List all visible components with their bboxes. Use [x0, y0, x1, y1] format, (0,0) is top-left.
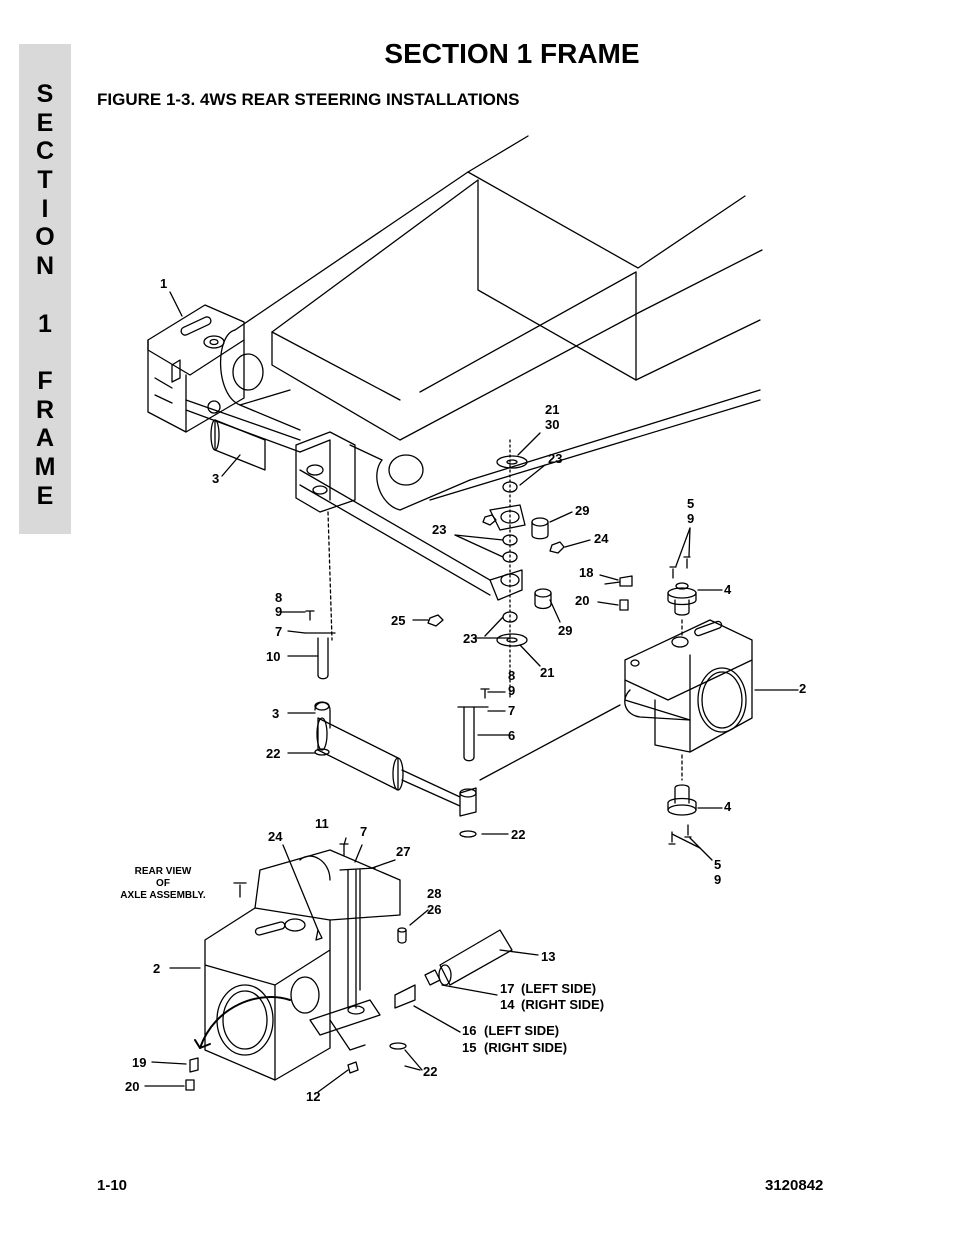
- axle-rear-view-drawing: [185, 849, 513, 1091]
- callout-24-right: 24: [594, 531, 609, 546]
- callout-11: 11: [315, 816, 329, 831]
- callout-25: 25: [391, 613, 405, 628]
- callout-3-upper: 3: [212, 471, 219, 486]
- callout-7-lower: 7: [360, 824, 367, 839]
- callout-24-lower: 24: [268, 829, 283, 844]
- cap-parts-drawing: [531, 517, 552, 610]
- side-tab-letter: F: [37, 366, 53, 395]
- callout-17-note: (LEFT SIDE): [521, 981, 596, 996]
- callout-26: 26: [427, 902, 441, 917]
- page-number: 1-10: [97, 1177, 128, 1194]
- callout-6: 6: [508, 728, 515, 743]
- callout-14: 14: [500, 997, 515, 1012]
- callout-9-upper: 9: [687, 511, 694, 526]
- side-tab-letter: 1: [38, 309, 52, 338]
- callout-8-center: 8: [508, 668, 515, 683]
- bolt-parts-drawing: [305, 556, 692, 856]
- callout-28: 28: [427, 886, 441, 901]
- rear-view-label-line1: REAR VIEW: [135, 866, 192, 877]
- callout-16-note: (LEFT SIDE): [484, 1023, 559, 1038]
- callout-13: 13: [541, 949, 555, 964]
- side-tab-letter: E: [36, 108, 54, 137]
- callout-21-upper: 21: [545, 402, 559, 417]
- rear-view-label-line2: OF: [156, 878, 170, 889]
- side-tab-letter: N: [35, 252, 55, 281]
- side-tab-letter: O: [35, 223, 55, 252]
- callout-9-center: 9: [508, 683, 515, 698]
- document-number: 3120842: [765, 1177, 824, 1194]
- callout-20-upper: 20: [575, 593, 589, 608]
- side-tab-letter: C: [35, 137, 55, 166]
- callout-8-left: 8: [275, 590, 282, 605]
- callout-numbers: 1 3 8 9 7 10 3 22 21 30 23 23 29 24 25 2…: [120, 276, 806, 1104]
- callout-19: 19: [132, 1055, 146, 1070]
- section-side-tab: S E C T I O N 1 F R A M E: [19, 44, 71, 534]
- callout-23-bottom: 23: [463, 631, 477, 646]
- side-tab-letter: E: [36, 481, 54, 510]
- callout-7-left: 7: [275, 624, 282, 639]
- page-title: SECTION 1 FRAME: [384, 38, 640, 69]
- callout-23-top: 23: [548, 451, 562, 466]
- callout-29-upper: 29: [575, 503, 589, 518]
- upper-steering-cylinder-drawing: [185, 399, 301, 471]
- callout-leader-lines: [144, 291, 799, 1093]
- side-tab-letter: I: [41, 194, 49, 223]
- side-tab-letters: S E C T I O N 1 F R A M E: [19, 80, 71, 510]
- callout-30: 30: [545, 417, 559, 432]
- left-steering-bracket-drawing: [147, 304, 245, 433]
- callout-10: 10: [266, 649, 280, 664]
- side-tab-letter: S: [36, 80, 54, 108]
- callout-29-lower: 29: [558, 623, 572, 638]
- callout-15-note: (RIGHT SIDE): [484, 1040, 567, 1055]
- callout-18: 18: [579, 565, 593, 580]
- callout-21-lower: 21: [540, 665, 554, 680]
- figure-title: FIGURE 1-3. 4WS REAR STEERING INSTALLATI…: [97, 90, 520, 109]
- frame-weldment-drawing: [219, 135, 763, 511]
- callout-9-lower: 9: [714, 872, 721, 887]
- king-pin-parts-drawing: [667, 582, 697, 816]
- callout-16: 16: [462, 1023, 476, 1038]
- callout-23-middle: 23: [432, 522, 446, 537]
- callout-20-lower: 20: [125, 1079, 139, 1094]
- callout-7-center: 7: [508, 703, 515, 718]
- side-tab-letter: M: [34, 452, 56, 481]
- side-tab-letter: A: [35, 424, 55, 453]
- callout-22-left: 22: [266, 746, 280, 761]
- callout-4-upper: 4: [724, 582, 732, 597]
- callout-3-lower: 3: [272, 706, 279, 721]
- callout-2-lower: 2: [153, 961, 160, 976]
- rear-view-label-line3: AXLE ASSEMBLY.: [120, 890, 206, 901]
- callout-22-lower: 22: [423, 1064, 437, 1079]
- callout-9-left: 9: [275, 604, 282, 619]
- callout-4-lower: 4: [724, 799, 732, 814]
- callout-2-upper: 2: [799, 681, 806, 696]
- right-spindle-bracket-drawing: [624, 619, 753, 753]
- callout-1: 1: [160, 276, 167, 291]
- nut-parts-drawing: [427, 514, 565, 627]
- side-tab-letter: R: [35, 395, 55, 424]
- lower-steering-cylinder-drawing: [314, 701, 621, 838]
- callout-14-note: (RIGHT SIDE): [521, 997, 604, 1012]
- side-tab-letter: T: [37, 166, 53, 195]
- callout-12: 12: [306, 1089, 320, 1104]
- callout-17: 17: [500, 981, 514, 996]
- callout-15: 15: [462, 1040, 476, 1055]
- callout-5-lower: 5: [714, 857, 721, 872]
- callout-27: 27: [396, 844, 410, 859]
- pin-parts-drawing: [304, 511, 489, 762]
- callout-22-center: 22: [511, 827, 525, 842]
- callout-5-upper: 5: [687, 496, 694, 511]
